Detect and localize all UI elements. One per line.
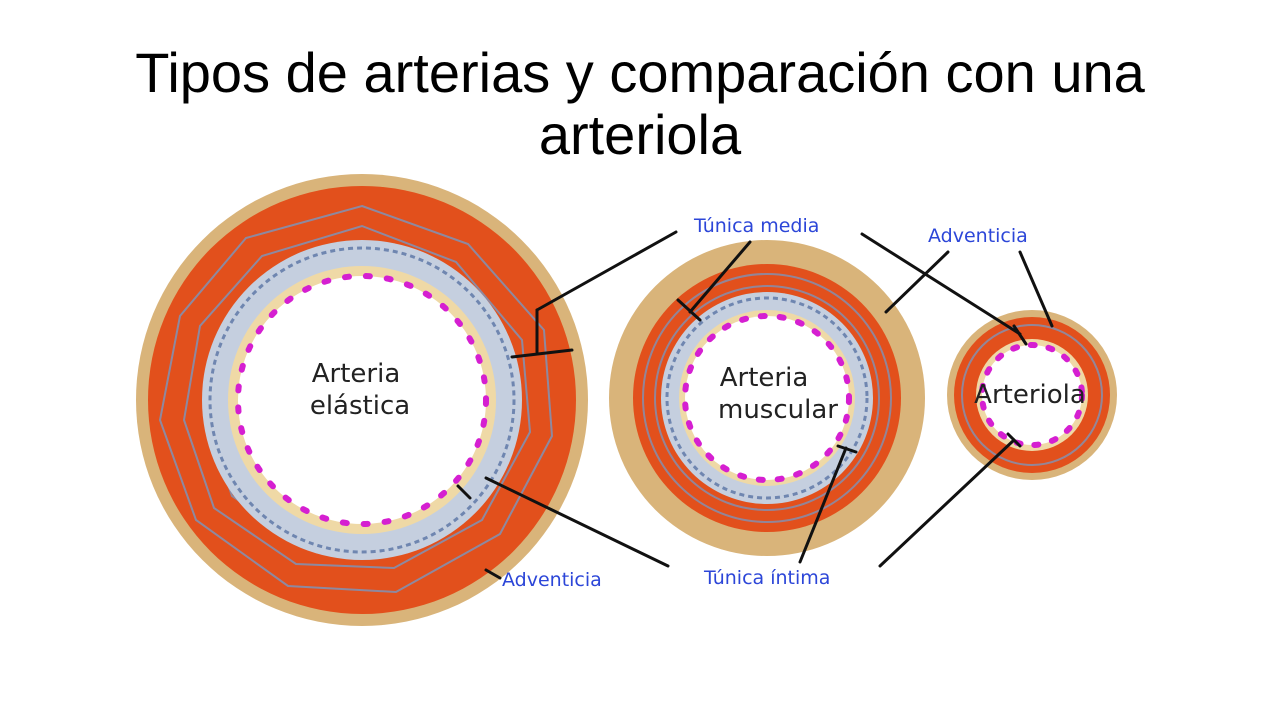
callout-tunica-media: Túnica media [693, 215, 819, 237]
callout-adventicia-bottom: Adventicia [502, 569, 602, 591]
muscular-media-fibers [642, 273, 892, 523]
arteriole: Arteriola [947, 310, 1117, 480]
callout-adventicia-top: Adventicia [928, 225, 1028, 247]
elastic-artery: Arteria elástica [136, 174, 588, 626]
muscular-lumen [685, 316, 849, 480]
elastic-lumen [238, 276, 486, 524]
elastic-artery-label-line2: elástica [310, 391, 410, 421]
callout-tunica-intima: Túnica íntima [703, 567, 830, 589]
muscular-artery-label-line2: muscular [718, 395, 838, 425]
arteriole-label: Arteriola [974, 380, 1086, 410]
leader-lines [456, 230, 1054, 580]
arteriole-lumen [982, 345, 1082, 445]
slide-title: Tipos de arterias y comparación con una … [135, 41, 1145, 166]
arteriole-endothelial-nuclei [979, 342, 1085, 448]
elastic-endothelial-nuclei [235, 273, 489, 527]
arteriole-media-fibers [961, 324, 1103, 466]
muscular-artery: Arteria muscular [609, 240, 925, 556]
muscular-artery-label-line1: Arteria [720, 363, 809, 393]
elastic-artery-label-line1: Arteria [312, 359, 401, 389]
elastic-intima-wave [208, 246, 516, 554]
muscular-intima-wave [665, 296, 869, 500]
muscular-endothelial-nuclei [682, 313, 852, 483]
